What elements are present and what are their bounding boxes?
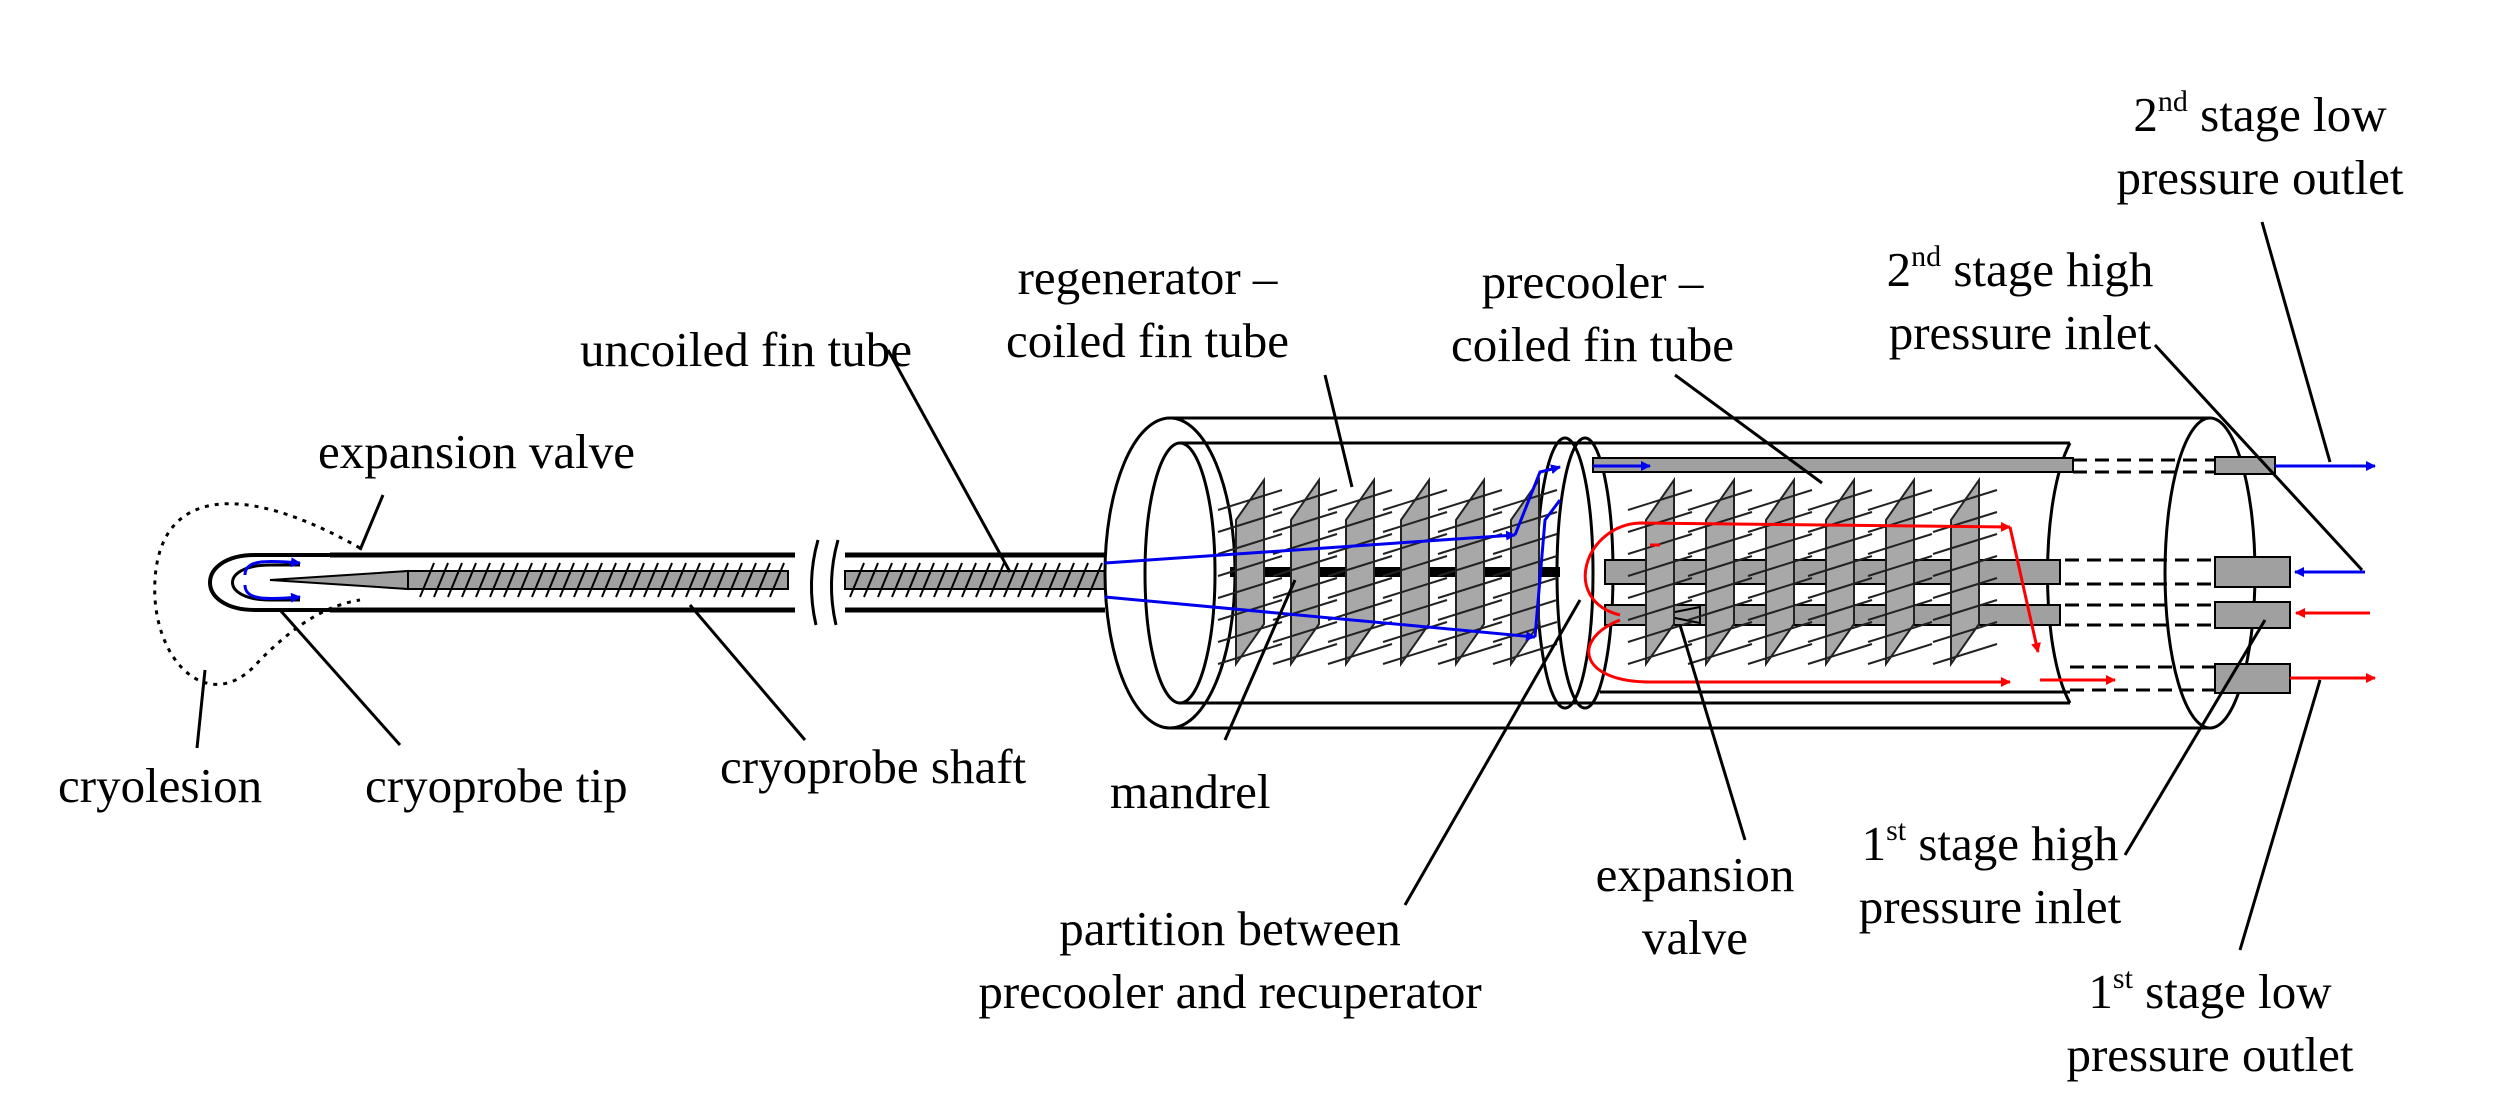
label-uncoiled-fin-tube: uncoiled fin tube: [580, 322, 913, 377]
leader-lines: [195, 221, 2364, 951]
label-second-stage-low-outlet: 2nd stage low pressure outlet: [2116, 85, 2404, 206]
label-first-stage-high-inlet: 1st stage high pressure inlet: [1858, 814, 2122, 935]
port-stubs: [2214, 456, 2291, 694]
label-precooler: precooler – coiled fin tube: [1450, 254, 1735, 372]
label-cryolesion: cryolesion: [58, 758, 263, 813]
port-connections: [2065, 458, 2215, 692]
label-partition: partition between precooler and recupera…: [978, 901, 1482, 1019]
label-cryoprobe-shaft: cryoprobe shaft: [720, 739, 1027, 794]
label-first-stage-low-outlet: 1st stage low pressure outlet: [2066, 962, 2354, 1083]
label-mandrel: mandrel: [1110, 764, 1271, 819]
tip-flow-arrow-lower: [243, 584, 301, 603]
high-pressure-flow: [1583, 521, 2376, 687]
label-expansion-valve-tip: expansion valve: [318, 424, 636, 479]
tip-flow-arrow-upper: [243, 557, 301, 576]
label-regenerator: regenerator – coiled fin tube: [1005, 250, 1290, 368]
regenerator-housing: [1103, 416, 2257, 730]
cryoprobe-tip: [208, 553, 789, 612]
label-expansion-valve-main: expansion valve: [1595, 847, 1795, 965]
uncoiled-fin-hatching: [419, 562, 1103, 598]
label-cryoprobe-tip: cryoprobe tip: [365, 758, 628, 813]
cryolesion-outline: [153, 502, 361, 686]
low-pressure-flow: [1104, 461, 2376, 642]
label-second-stage-high-inlet: 2nd stage high pressure inlet: [1886, 240, 2154, 361]
